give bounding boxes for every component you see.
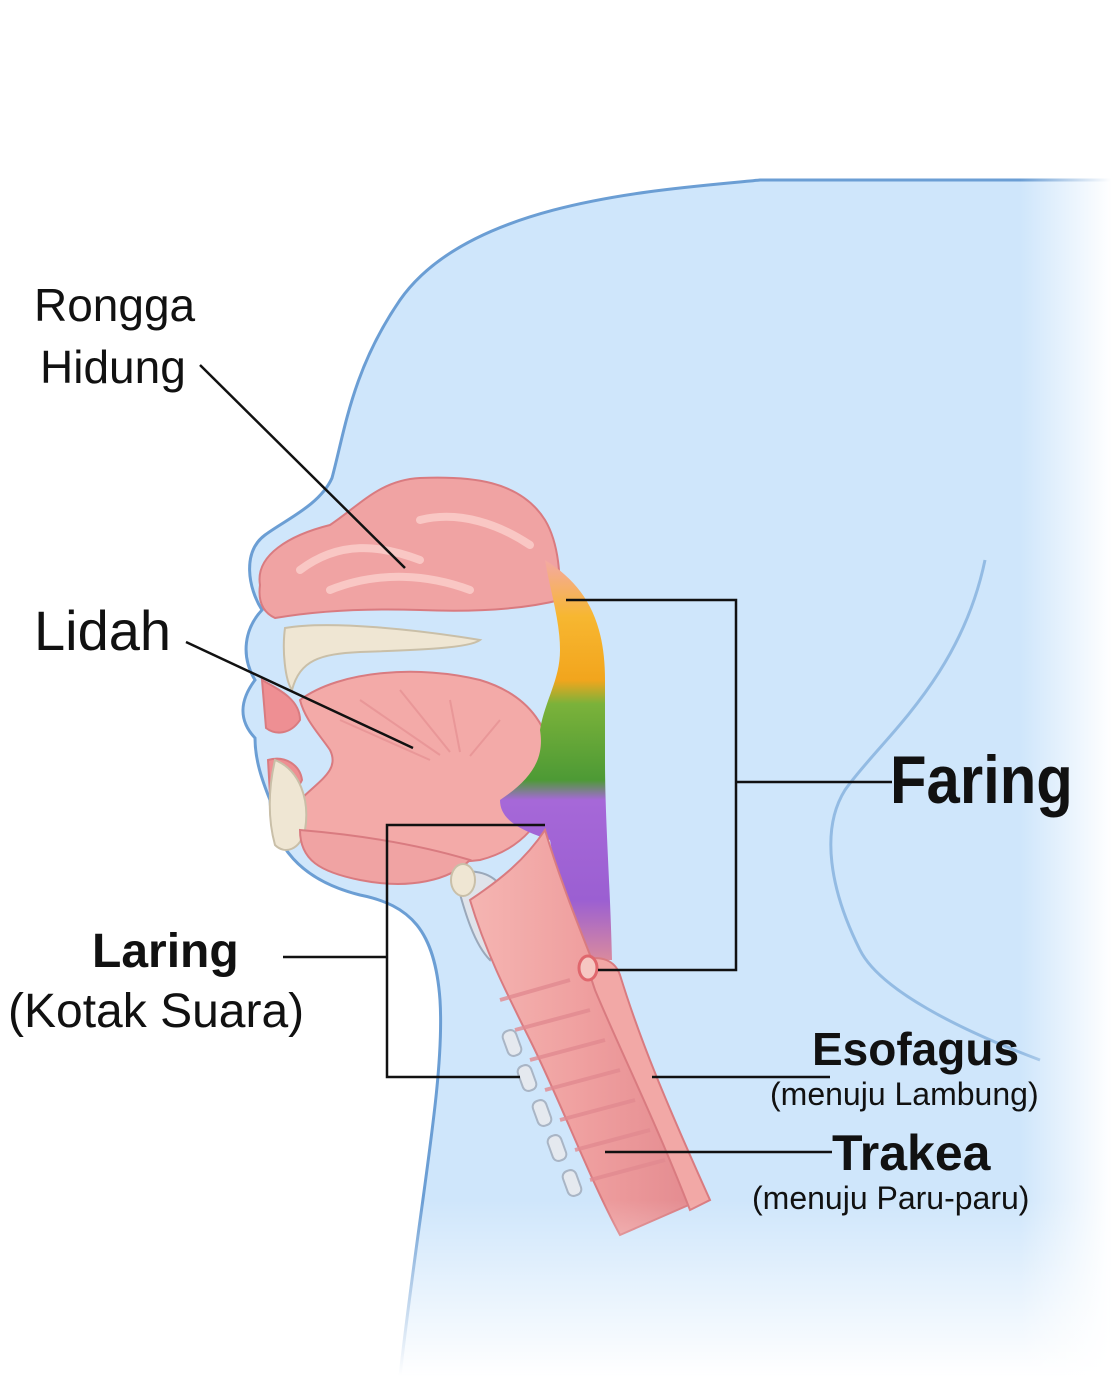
label-esofagus: Esofagus (812, 1023, 1020, 1075)
label-rongga: Rongga (34, 279, 196, 331)
pharynx (500, 560, 612, 960)
label-laring-sub: (Kotak Suara) (8, 985, 305, 1038)
jaw-bone (268, 758, 308, 851)
upper-lip (260, 678, 302, 734)
tracheal-cartilage (501, 1029, 583, 1197)
label-faring: Faring (890, 742, 1073, 818)
label-hidung: Hidung (40, 341, 186, 393)
leader-lidah (185, 640, 414, 750)
label-laring: Laring (92, 925, 239, 978)
label-trakea-sub: (menuju Paru-paru) (752, 1180, 1030, 1216)
label-esofagus-sub: (menuju Lambung) (770, 1076, 1039, 1112)
leader-rongga-hidung (199, 364, 406, 569)
leader-lines (185, 364, 892, 1154)
tongue (295, 670, 554, 863)
bracket-laring (385, 823, 545, 1079)
nape-outline (829, 559, 1041, 1062)
nasal-cavity (258, 476, 562, 620)
hyoid-bone (450, 863, 476, 897)
label-trakea: Trakea (832, 1125, 991, 1181)
palate-bone (282, 624, 483, 693)
label-lidah: Lidah (34, 599, 172, 662)
mouth-floor (298, 828, 472, 885)
bracket-faring (566, 598, 738, 972)
